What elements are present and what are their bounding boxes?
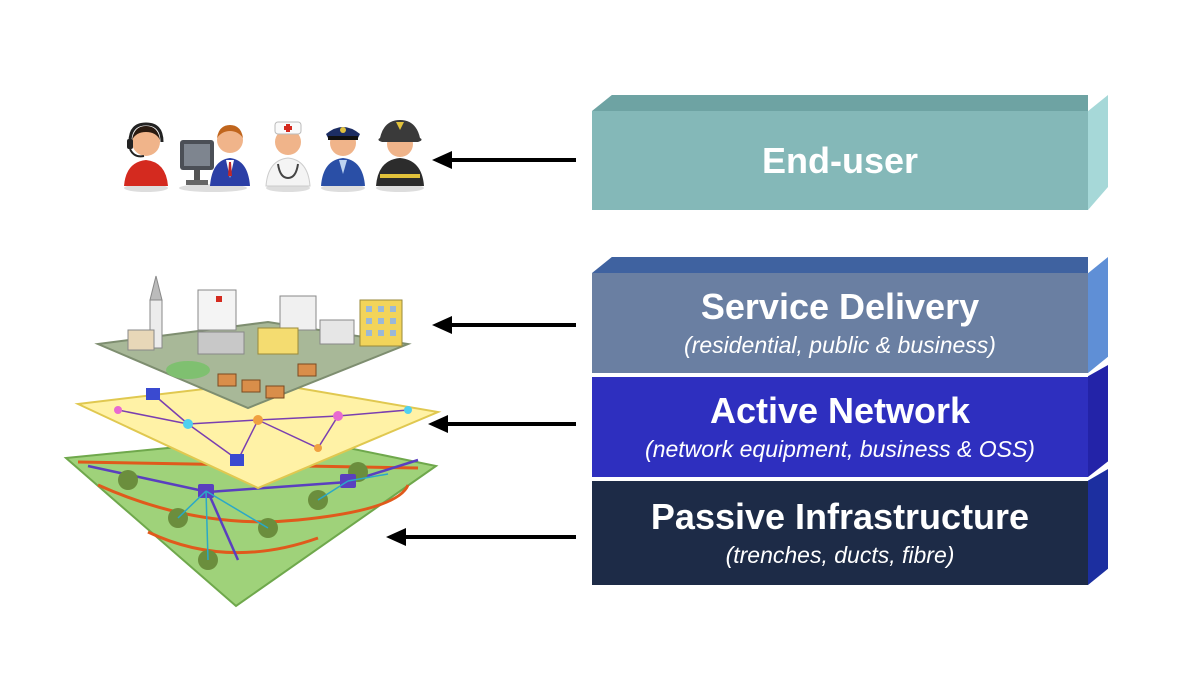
police-officer-icon <box>321 127 365 192</box>
passive-infrastructure-layer-title: Passive Infrastructure <box>650 496 1030 537</box>
active-network-layer-subtitle: (network equipment, business & OSS) <box>645 436 1035 462</box>
firefighter-icon <box>376 120 424 192</box>
passive-infrastructure-layer-side-face <box>1088 469 1108 585</box>
passive-infrastructure-layer-subtitle: (trenches, ducts, fibre) <box>725 542 955 568</box>
end-user-layer-title: End-user <box>761 139 919 181</box>
arrow-head-icon <box>386 528 406 546</box>
network-nodes-map <box>74 380 442 490</box>
passive-infrastructure-arrow <box>386 528 576 546</box>
arrow-shaft <box>442 422 576 426</box>
service-delivery-layer-side-face <box>1088 257 1108 373</box>
service-delivery-arrow <box>432 316 576 334</box>
city-network-illustration <box>63 275 442 608</box>
arrow-shaft <box>400 535 576 539</box>
passive-infrastructure-layer-front-face: Passive Infrastructure (trenches, ducts,… <box>592 481 1088 585</box>
service-delivery-layer-front-face: Service Delivery (residential, public & … <box>592 273 1088 373</box>
end-user-layer-top-face <box>592 95 1088 111</box>
service-delivery-layer-top-face <box>592 257 1088 273</box>
arrow-shaft <box>446 158 576 162</box>
end-user-icons <box>124 120 424 192</box>
arrow-head-icon <box>428 415 448 433</box>
end-user-layer-side-face <box>1088 95 1108 210</box>
office-worker-icon <box>179 125 250 192</box>
service-delivery-layer-title: Service Delivery <box>700 286 980 327</box>
active-network-layer-title: Active Network <box>709 390 971 431</box>
arrow-shaft <box>446 323 576 327</box>
active-network-layer-front-face: Active Network (network equipment, busin… <box>592 377 1088 477</box>
city-buildings-illustration <box>94 275 412 410</box>
active-network-layer-side-face <box>1088 365 1108 477</box>
end-user-layer-front-face: End-user <box>592 111 1088 210</box>
arrow-head-icon <box>432 316 452 334</box>
arrow-head-icon <box>432 151 452 169</box>
call-center-agent-icon <box>124 122 168 192</box>
end-user-arrow <box>432 151 576 169</box>
service-delivery-layer-subtitle: (residential, public & business) <box>684 332 996 358</box>
active-network-arrow <box>428 415 576 433</box>
doctor-icon <box>265 121 311 192</box>
